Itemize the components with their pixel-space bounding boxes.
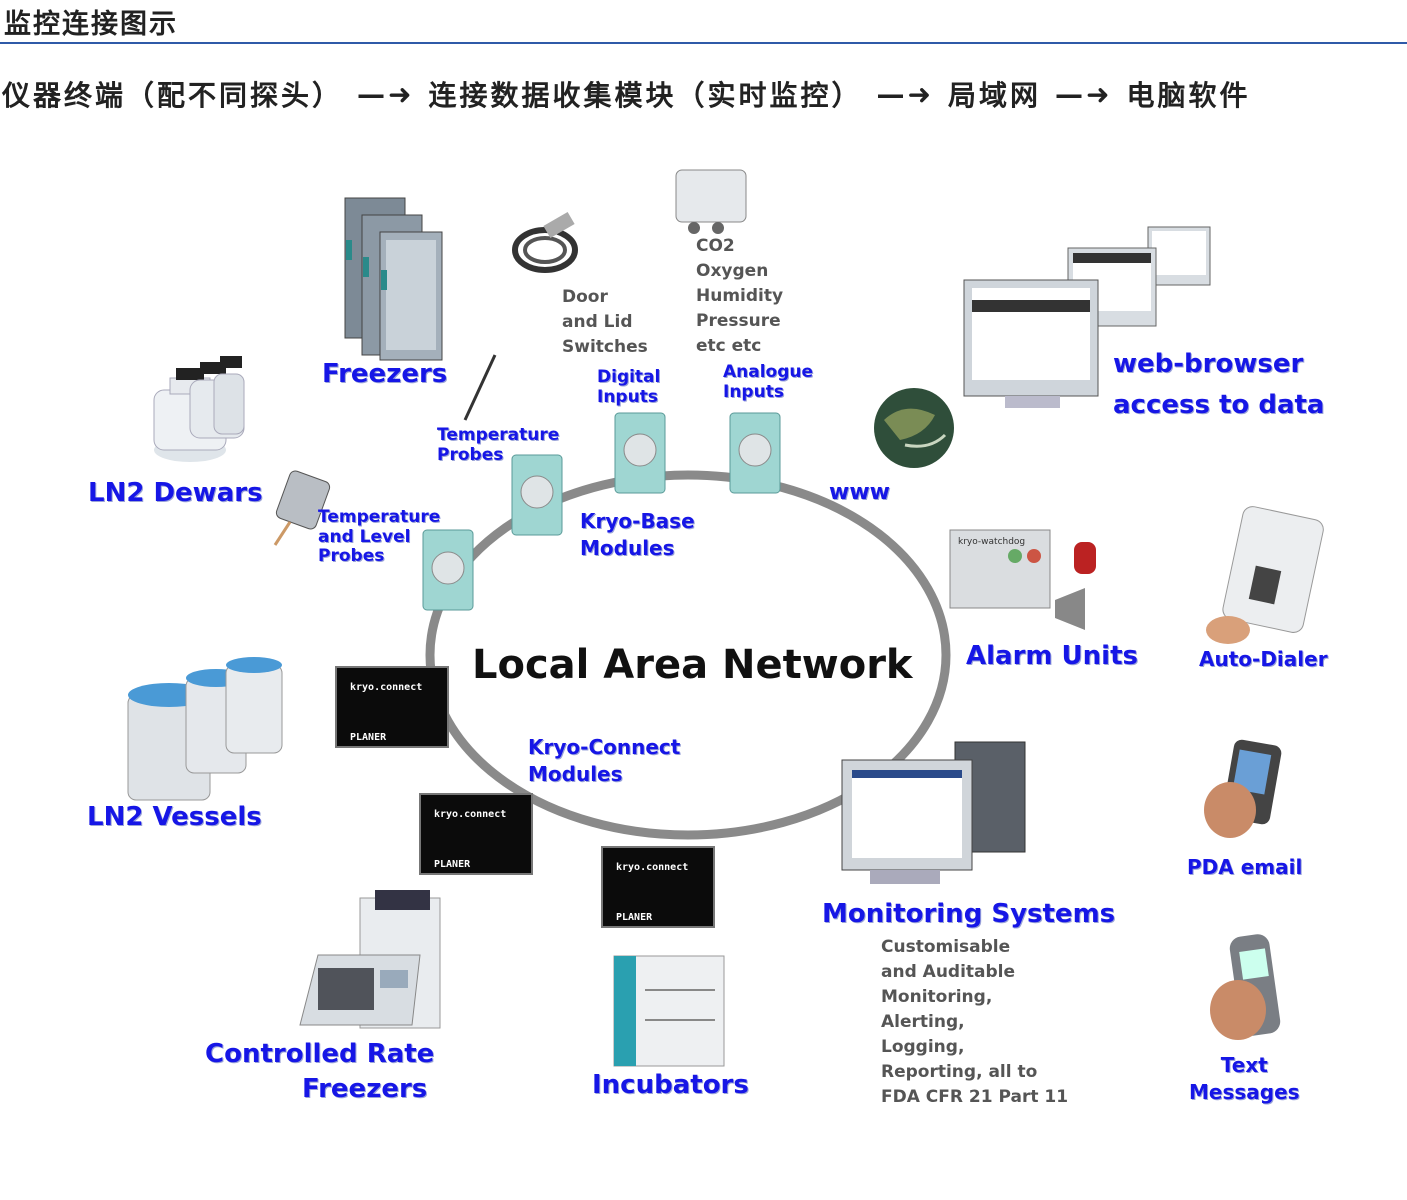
ln2-vessel-icon bbox=[127, 657, 283, 801]
arrow-right-icon: —➜ bbox=[1054, 77, 1113, 111]
flow-step-3: 局域网 bbox=[947, 79, 1041, 112]
label-crf-line2: Freezers bbox=[302, 1074, 428, 1104]
pda-icon bbox=[1204, 739, 1282, 838]
label-incubators: Incubators bbox=[592, 1070, 749, 1100]
label-kryo-connect-modules: Kryo-Connect Modules bbox=[528, 735, 681, 786]
kryo-connect-device-icon bbox=[335, 666, 715, 928]
device-label: kryo.connect bbox=[350, 682, 422, 693]
label-alarm-units: Alarm Units bbox=[966, 641, 1138, 671]
arrow-right-icon: —➜ bbox=[357, 77, 415, 111]
workstation-icon bbox=[841, 741, 1026, 884]
label-ln2-dewars: LN2 Dewars bbox=[88, 478, 263, 508]
mobile-phone-icon bbox=[1210, 934, 1281, 1040]
page-title: 监控连接图示 bbox=[4, 9, 178, 40]
temperature-probe-icon bbox=[463, 354, 497, 421]
label-kryo-base-modules: Kryo-Base Modules bbox=[580, 509, 695, 560]
alarm-unit-icon bbox=[949, 529, 1096, 630]
title-divider bbox=[0, 42, 1407, 44]
flow-step-1: 仪器终端（配不同探头） bbox=[2, 79, 344, 112]
label-analogue-inputs: Analogue Inputs bbox=[723, 362, 814, 402]
controlled-rate-freezer-icon bbox=[299, 890, 441, 1029]
device-label: kryo.connect bbox=[434, 809, 506, 820]
incubator-icon bbox=[613, 955, 725, 1067]
label-www: www bbox=[829, 480, 890, 505]
auto-dialer-icon bbox=[1206, 506, 1324, 644]
lan-label: Local Area Network bbox=[472, 642, 913, 688]
device-label: kryo.connect bbox=[616, 862, 688, 873]
label-web-browser: web-browser bbox=[1113, 349, 1304, 379]
label-text-messages: Text Messages bbox=[1189, 1053, 1300, 1104]
label-temperature-probes: Temperature Probes bbox=[437, 425, 560, 465]
freezer-icon bbox=[344, 197, 443, 361]
label-monitoring-systems: Monitoring Systems bbox=[822, 899, 1116, 929]
monitor-icon bbox=[963, 226, 1211, 408]
diagram-illustrations: kryo.connect kryo.connect kryo.connect P… bbox=[127, 169, 1324, 1067]
device-brand: PLANER bbox=[350, 732, 387, 743]
watchdog-label: kryo-watchdog bbox=[958, 537, 1025, 547]
door-switch-desc: Door and Lid Switches bbox=[562, 287, 648, 357]
network-diagram: kryo.connect kryo.connect kryo.connect P… bbox=[0, 130, 1407, 1200]
lan-ring bbox=[425, 470, 951, 840]
label-ln2-vessels: LN2 Vessels bbox=[87, 802, 262, 832]
ln2-dewar-icon bbox=[153, 356, 245, 462]
label-crf-line1: Controlled Rate bbox=[205, 1039, 435, 1069]
process-flow: 仪器终端（配不同探头） —➜ 连接数据收集模块（实时监控） —➜ 局域网 —➜ … bbox=[2, 74, 1250, 114]
kryo-base-module-icon bbox=[422, 412, 781, 611]
globe-icon bbox=[874, 388, 954, 468]
flow-step-4: 电脑软件 bbox=[1126, 79, 1251, 112]
sensor-housing-icon bbox=[675, 169, 747, 234]
label-digital-inputs: Digital Inputs bbox=[597, 367, 661, 407]
sensor-list: CO2 Oxygen Humidity Pressure etc etc bbox=[696, 236, 784, 356]
device-brand: PLANER bbox=[434, 859, 471, 870]
flow-step-2: 连接数据收集模块（实时监控） bbox=[428, 79, 863, 112]
door-switch-icon bbox=[512, 211, 578, 273]
label-access-to-data: access to data bbox=[1113, 390, 1325, 420]
label-auto-dialer: Auto-Dialer bbox=[1199, 647, 1328, 671]
label-freezers: Freezers bbox=[322, 359, 448, 389]
device-brand: PLANER bbox=[616, 912, 653, 923]
monitoring-description: Customisable and Auditable Monitoring, A… bbox=[881, 937, 1069, 1107]
label-pda-email: PDA email bbox=[1187, 855, 1303, 879]
label-temperature-level-probes: Temperature and Level Probes bbox=[318, 507, 441, 567]
arrow-right-icon: —➜ bbox=[876, 77, 934, 111]
level-probe-icon bbox=[273, 470, 331, 546]
